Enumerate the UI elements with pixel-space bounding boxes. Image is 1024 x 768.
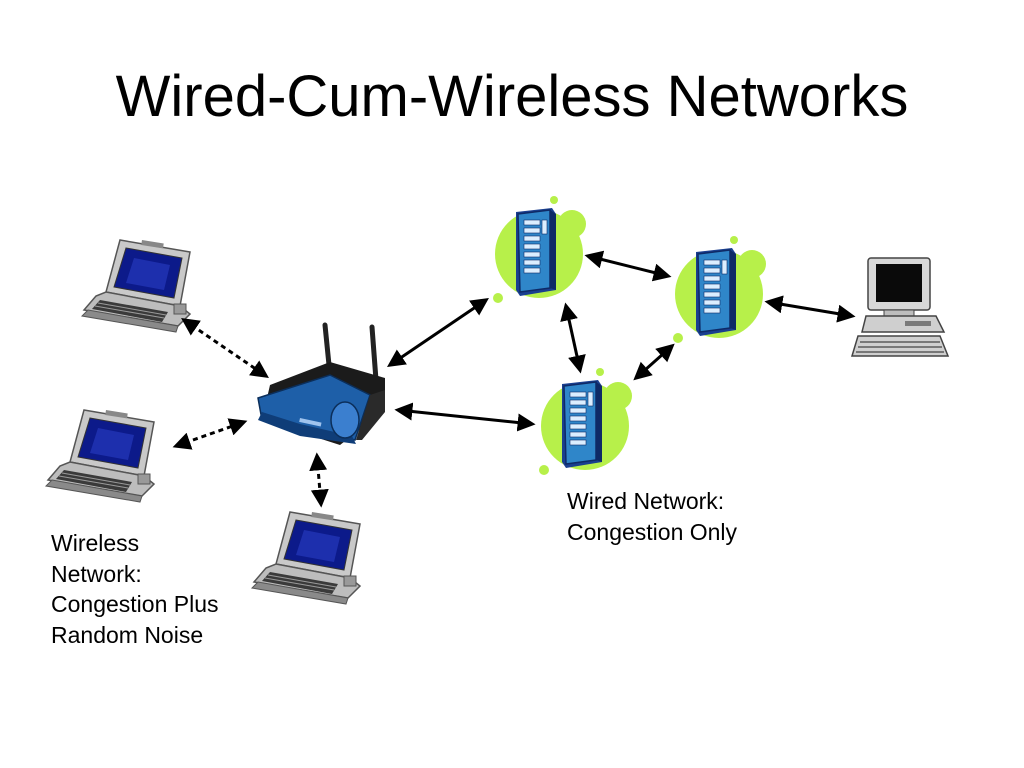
wireless-label-line: Congestion Plus bbox=[51, 591, 219, 617]
wired-link-server-top-server-right bbox=[584, 250, 672, 282]
desktop-computer-icon bbox=[850, 257, 950, 357]
wireless-link-top-laptop bbox=[181, 317, 269, 379]
wireless-label-line: Network: bbox=[51, 560, 142, 587]
wired-network-label: Wired Network: Congestion Only bbox=[567, 486, 797, 547]
wireless-router-icon bbox=[257, 322, 385, 445]
slide-title: Wired-Cum-Wireless Networks bbox=[115, 64, 909, 129]
wired-links bbox=[387, 250, 856, 432]
wireless-links bbox=[172, 317, 329, 508]
wired-label-line: Wired Network: bbox=[567, 488, 725, 514]
wired-label-line: Congestion Only bbox=[567, 518, 738, 545]
wired-link-router-server-bottom bbox=[394, 402, 536, 432]
wired-link-server-top-server-bottom bbox=[560, 302, 586, 374]
wireless-label-line: Wireless bbox=[51, 530, 140, 556]
server-icon-right bbox=[672, 235, 767, 344]
wireless-link-middle-laptop bbox=[172, 418, 248, 450]
server-icon-top bbox=[492, 195, 587, 304]
server-icon-bottom bbox=[538, 367, 633, 476]
wireless-label-line: Random Noise bbox=[51, 621, 204, 648]
laptop-icon-bottom bbox=[251, 511, 361, 605]
laptop-icon-middle bbox=[45, 409, 155, 503]
wireless-network-label: Wireless Network: Congestion Plus Random… bbox=[51, 528, 251, 650]
laptop-icon-top bbox=[81, 239, 191, 333]
wired-link-router-server-top bbox=[387, 297, 489, 368]
wired-link-server-right-desktop bbox=[764, 295, 856, 323]
wireless-link-bottom-laptop bbox=[309, 452, 329, 508]
wired-link-server-bottom-server-right bbox=[633, 343, 675, 381]
